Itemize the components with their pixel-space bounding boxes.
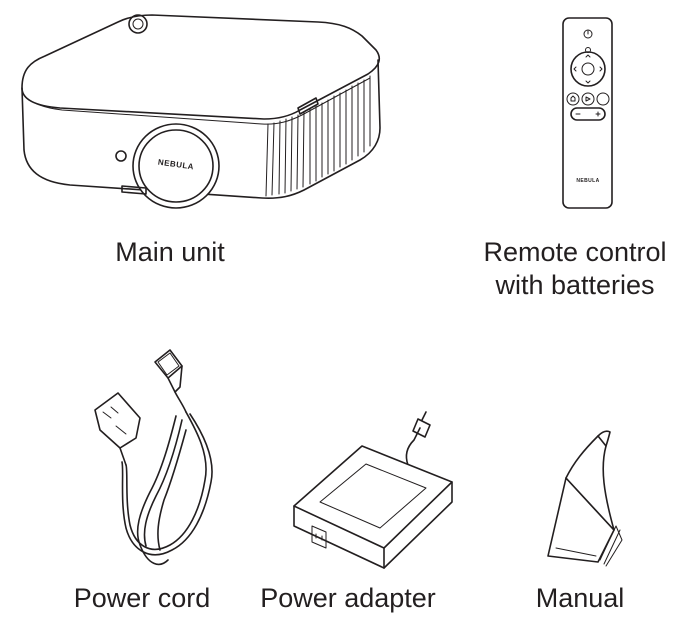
label-line: Power adapter (260, 583, 436, 613)
label-line: Manual (535, 583, 625, 613)
item-label: Main unit (70, 236, 270, 269)
item-label: Manual (490, 582, 670, 615)
remote-logo: NEBULA (576, 178, 600, 184)
item-label: Power cord (42, 582, 242, 615)
label-line: with batteries (495, 270, 655, 300)
item-label: Power adapter (248, 582, 448, 615)
label-line: Main unit (115, 237, 225, 267)
item-label: Remote control with batteries (470, 236, 680, 302)
label-line: Remote control (483, 237, 667, 267)
label-line: Power cord (73, 583, 211, 613)
